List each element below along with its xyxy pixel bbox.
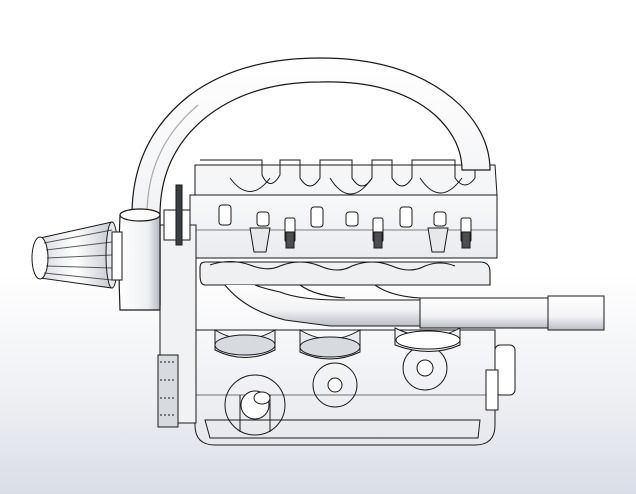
- front-cover[interactable]: [157, 184, 197, 428]
- pistons[interactable]: [214, 327, 461, 360]
- cylinder-head[interactable]: [189, 159, 498, 259]
- intake-tube[interactable]: [118, 57, 491, 311]
- valve-train[interactable]: [218, 204, 472, 253]
- air-filter-icon[interactable]: [31, 221, 123, 289]
- rear-flange[interactable]: [485, 344, 516, 411]
- exhaust-pipe[interactable]: [419, 295, 605, 331]
- crankcase[interactable]: [189, 329, 496, 446]
